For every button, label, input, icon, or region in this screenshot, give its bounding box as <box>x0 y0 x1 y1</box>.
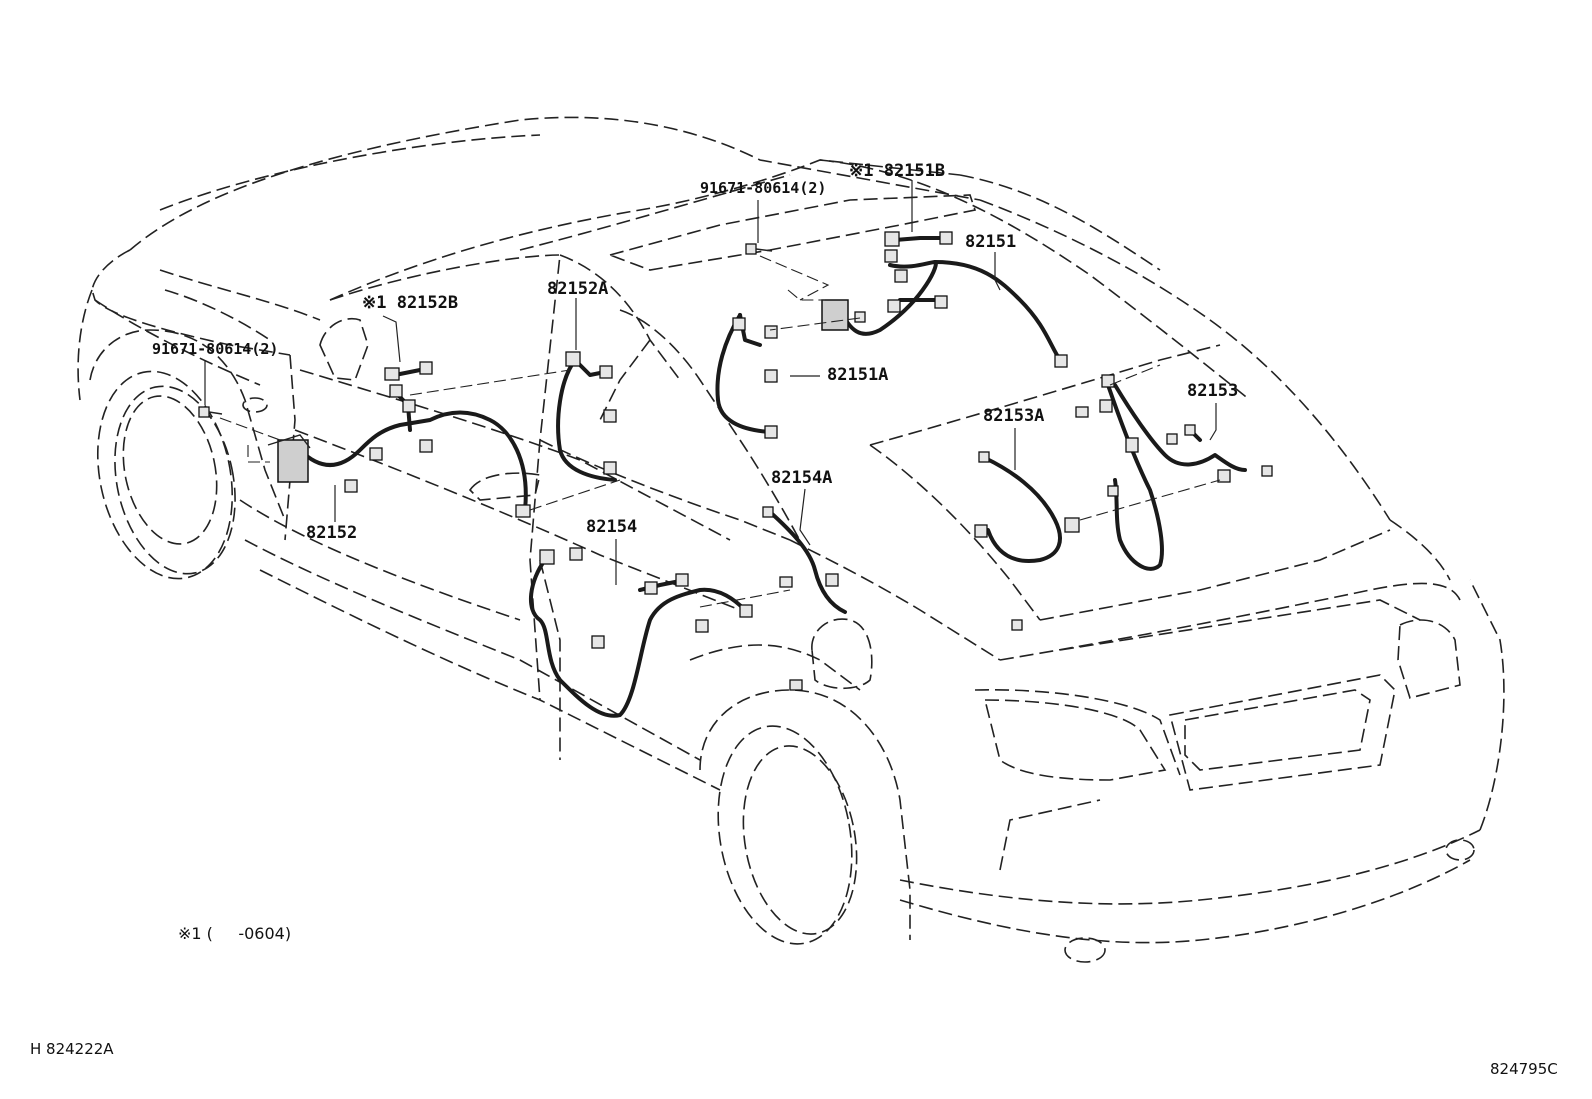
harness-82151 <box>821 231 1068 368</box>
harness-82152a <box>556 351 617 482</box>
label-91671-left: 91671-80614(2) <box>152 340 279 358</box>
harness-82153a <box>974 451 1080 631</box>
reference-code-right: 824795C <box>1490 1060 1558 1078</box>
leader-lines <box>204 180 1217 585</box>
projection-lines <box>219 255 1221 608</box>
label-82154a: 82154A <box>771 468 833 488</box>
label-82152b: ※1 82152B <box>362 293 459 313</box>
harness-82152 <box>267 361 531 518</box>
label-82154: 82154 <box>586 517 638 537</box>
footnote: ※1 ( -0604) <box>178 924 292 943</box>
label-82152: 82152 <box>306 523 358 543</box>
label-82151a: 82151A <box>827 365 889 385</box>
harness-82154 <box>528 547 803 718</box>
label-82152a: 82152A <box>547 279 609 299</box>
label-82151: 82151 <box>965 232 1017 252</box>
harness-82151a <box>715 313 778 439</box>
harness-82154a <box>762 506 847 614</box>
bolt-top <box>745 243 773 255</box>
label-82153a: 82153A <box>983 406 1045 426</box>
label-91671-top: 91671-80614(2) <box>700 179 827 197</box>
label-82153: 82153 <box>1187 381 1239 401</box>
harness-82153 <box>1075 374 1273 571</box>
reference-code-left: H 824222A <box>30 1040 114 1058</box>
label-82151b: ※1 82151B <box>849 161 946 181</box>
car-body-outline <box>77 116 1505 963</box>
bolt-left <box>198 406 223 418</box>
